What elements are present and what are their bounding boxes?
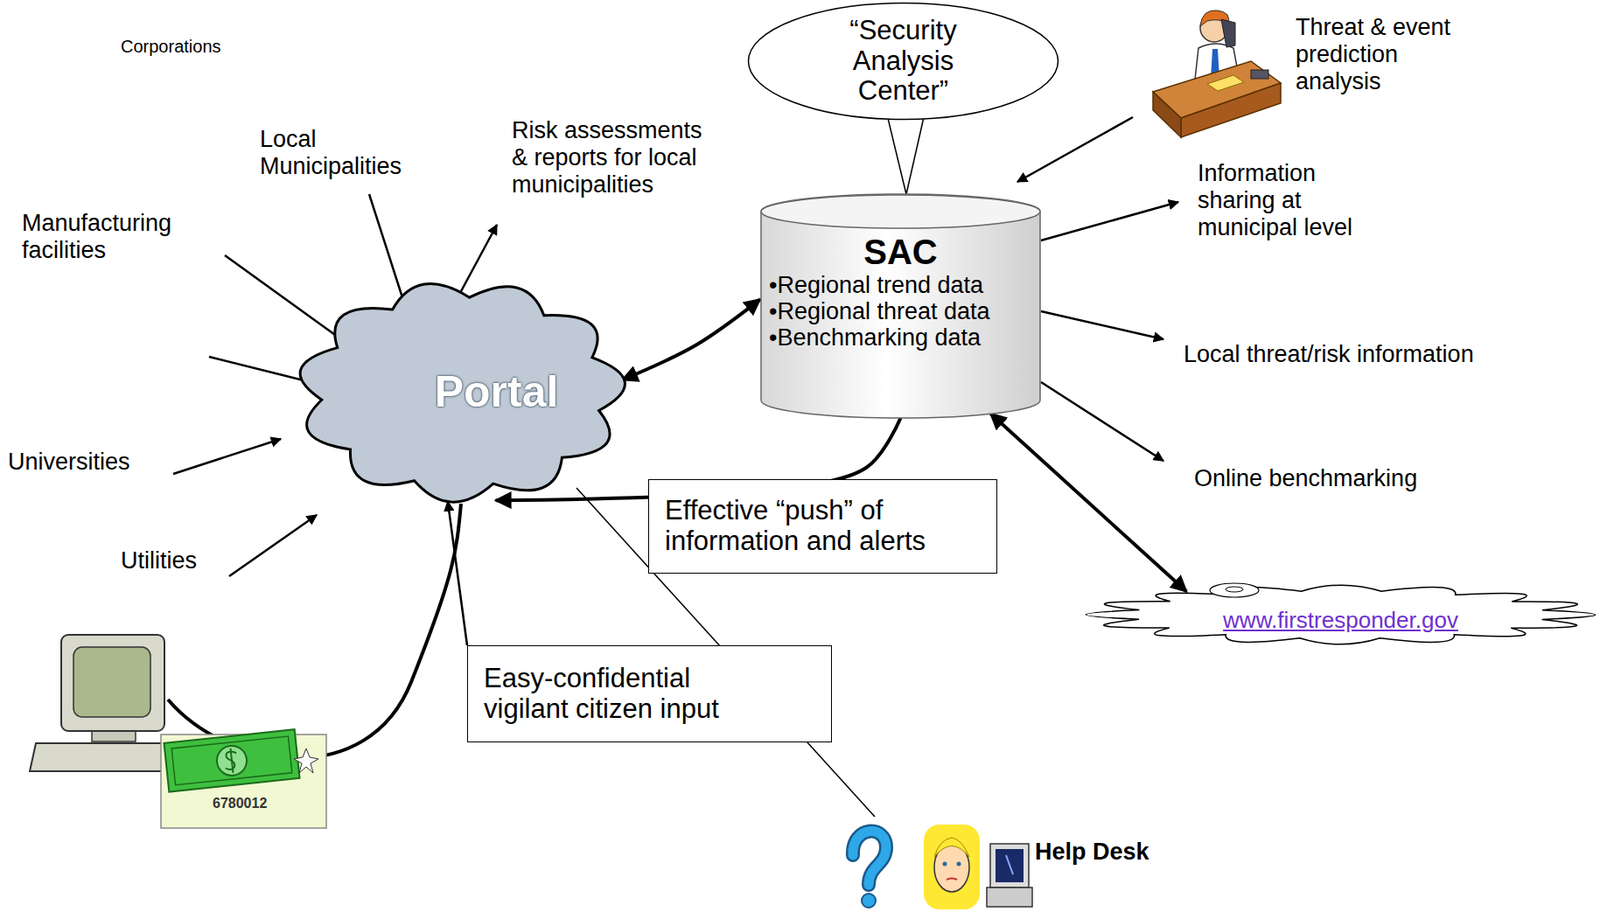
source-label: Utilities xyxy=(120,547,197,575)
database-cylinder: SAC•Regional trend data•Regional threat … xyxy=(760,194,1042,419)
citizen-computer xyxy=(29,503,462,772)
node-title: Easy-confidential vigilant citizen input xyxy=(483,663,747,725)
node-title: “Security Analysis Center” xyxy=(811,15,996,107)
output-label: Information sharing at municipal level xyxy=(1197,160,1369,242)
node-content: SAC•Regional trend data•Regional threat … xyxy=(760,194,1042,370)
dollar-bill xyxy=(160,729,327,829)
portal-cloud: Portal xyxy=(290,273,633,511)
input-label: Threat & event prediction analysis xyxy=(1295,13,1462,96)
connector xyxy=(887,117,907,195)
source-label: Universities xyxy=(7,448,131,476)
node-content: www.firstresponder.gov xyxy=(1083,595,1598,634)
node-title: Portal xyxy=(369,367,624,417)
node-content: Effective “push” of information and aler… xyxy=(649,489,997,564)
output-label: Risk assessments & reports for local mun… xyxy=(511,117,722,199)
serial-number: 6780012 xyxy=(212,796,267,812)
help-desk-icons xyxy=(852,824,1033,910)
node-content: Portal xyxy=(290,367,633,417)
node-text: •Benchmarking data xyxy=(768,324,1033,351)
help-desk-label: Help Desk xyxy=(1034,838,1150,867)
leader-arrows xyxy=(173,117,1179,577)
output-label: Local threat/risk information xyxy=(1183,341,1475,369)
speech-bubble: “Security Analysis Center” xyxy=(747,1,1060,121)
node-title: www.firstresponder.gov xyxy=(1101,607,1580,634)
connector xyxy=(447,502,468,646)
source-label: Local Municipalities xyxy=(259,125,435,181)
node-text: •Regional trend data xyxy=(768,272,1033,299)
connector xyxy=(621,299,761,380)
analyst-at-desk xyxy=(1152,10,1281,138)
callout-box: Effective “push” of information and aler… xyxy=(648,479,998,574)
node-content: “Security Analysis Center” xyxy=(747,10,1060,112)
node-text: •Regional threat data xyxy=(768,298,1033,325)
node-content: Easy-confidential vigilant citizen input xyxy=(468,656,832,732)
output-label: Online benchmarking xyxy=(1194,465,1418,493)
callout-box: Easy-confidential vigilant citizen input xyxy=(467,645,832,743)
node-title: SAC xyxy=(768,232,1033,273)
node-title: Effective “push” of information and aler… xyxy=(664,496,967,557)
source-label: Manufacturing facilities xyxy=(21,209,197,265)
bubble-tail xyxy=(906,117,924,195)
website-cloud: www.firstresponder.gov xyxy=(1083,576,1598,654)
connector xyxy=(990,413,1187,593)
source-label: Corporations xyxy=(120,36,222,57)
